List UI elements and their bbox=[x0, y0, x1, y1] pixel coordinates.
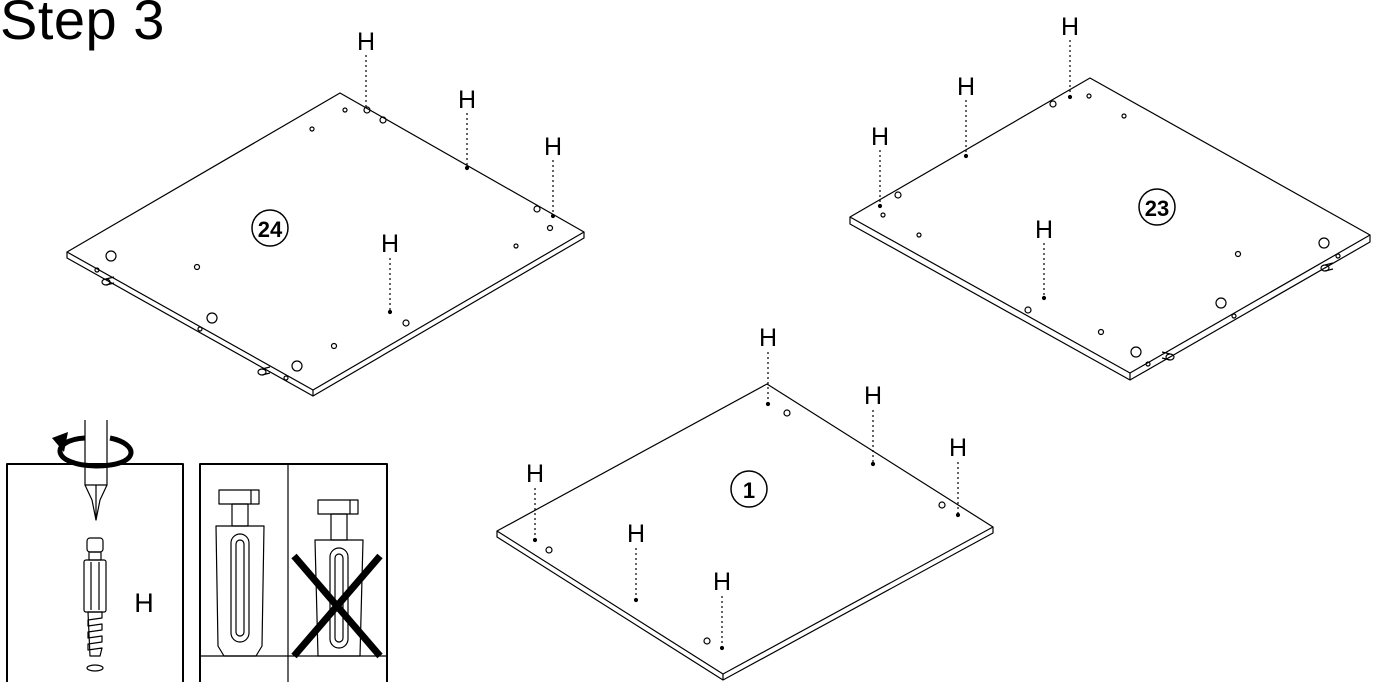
cam-bolt-icon bbox=[83, 537, 107, 657]
hardware-label-h: H bbox=[544, 133, 562, 161]
step-title: Step 3 bbox=[0, 0, 165, 51]
phillips-screwdriver-icon bbox=[84, 420, 108, 521]
hardware-label-h: H bbox=[1061, 13, 1079, 41]
panel-1 bbox=[496, 352, 994, 681]
dowel-icon bbox=[101, 276, 271, 376]
cam-bolt-correct-icon bbox=[215, 489, 265, 657]
hardware-label-h: H bbox=[864, 382, 882, 410]
hardware-label-h: H bbox=[1035, 216, 1053, 244]
dowel-icon bbox=[1161, 262, 1334, 361]
clockwise-rotation-arrow-icon bbox=[52, 432, 134, 469]
hardware-label-h: H bbox=[957, 73, 975, 101]
hardware-label-h: H bbox=[458, 86, 476, 114]
hardware-label-h: H bbox=[357, 28, 375, 56]
cam-bolt-incorrect-cross-icon bbox=[291, 499, 383, 659]
part-number-24: 24 bbox=[258, 217, 283, 242]
hardware-label-h: H bbox=[381, 230, 399, 258]
hardware-label-h: H bbox=[526, 460, 544, 488]
part-number-1: 1 bbox=[743, 478, 755, 503]
hardware-label-h: H bbox=[713, 568, 731, 596]
inset-cam-bolt-comparison bbox=[199, 463, 388, 682]
panel-23 bbox=[849, 40, 1371, 381]
hardware-label-h: H bbox=[759, 324, 777, 352]
inset-screw-instruction bbox=[6, 420, 184, 682]
inset-hardware-label-h: H bbox=[134, 588, 154, 618]
hardware-label-h: H bbox=[949, 434, 967, 462]
part-number-23: 23 bbox=[1145, 196, 1169, 221]
hardware-label-h: H bbox=[627, 520, 645, 548]
panel-24 bbox=[66, 55, 585, 397]
hardware-label-h: H bbox=[871, 123, 889, 151]
